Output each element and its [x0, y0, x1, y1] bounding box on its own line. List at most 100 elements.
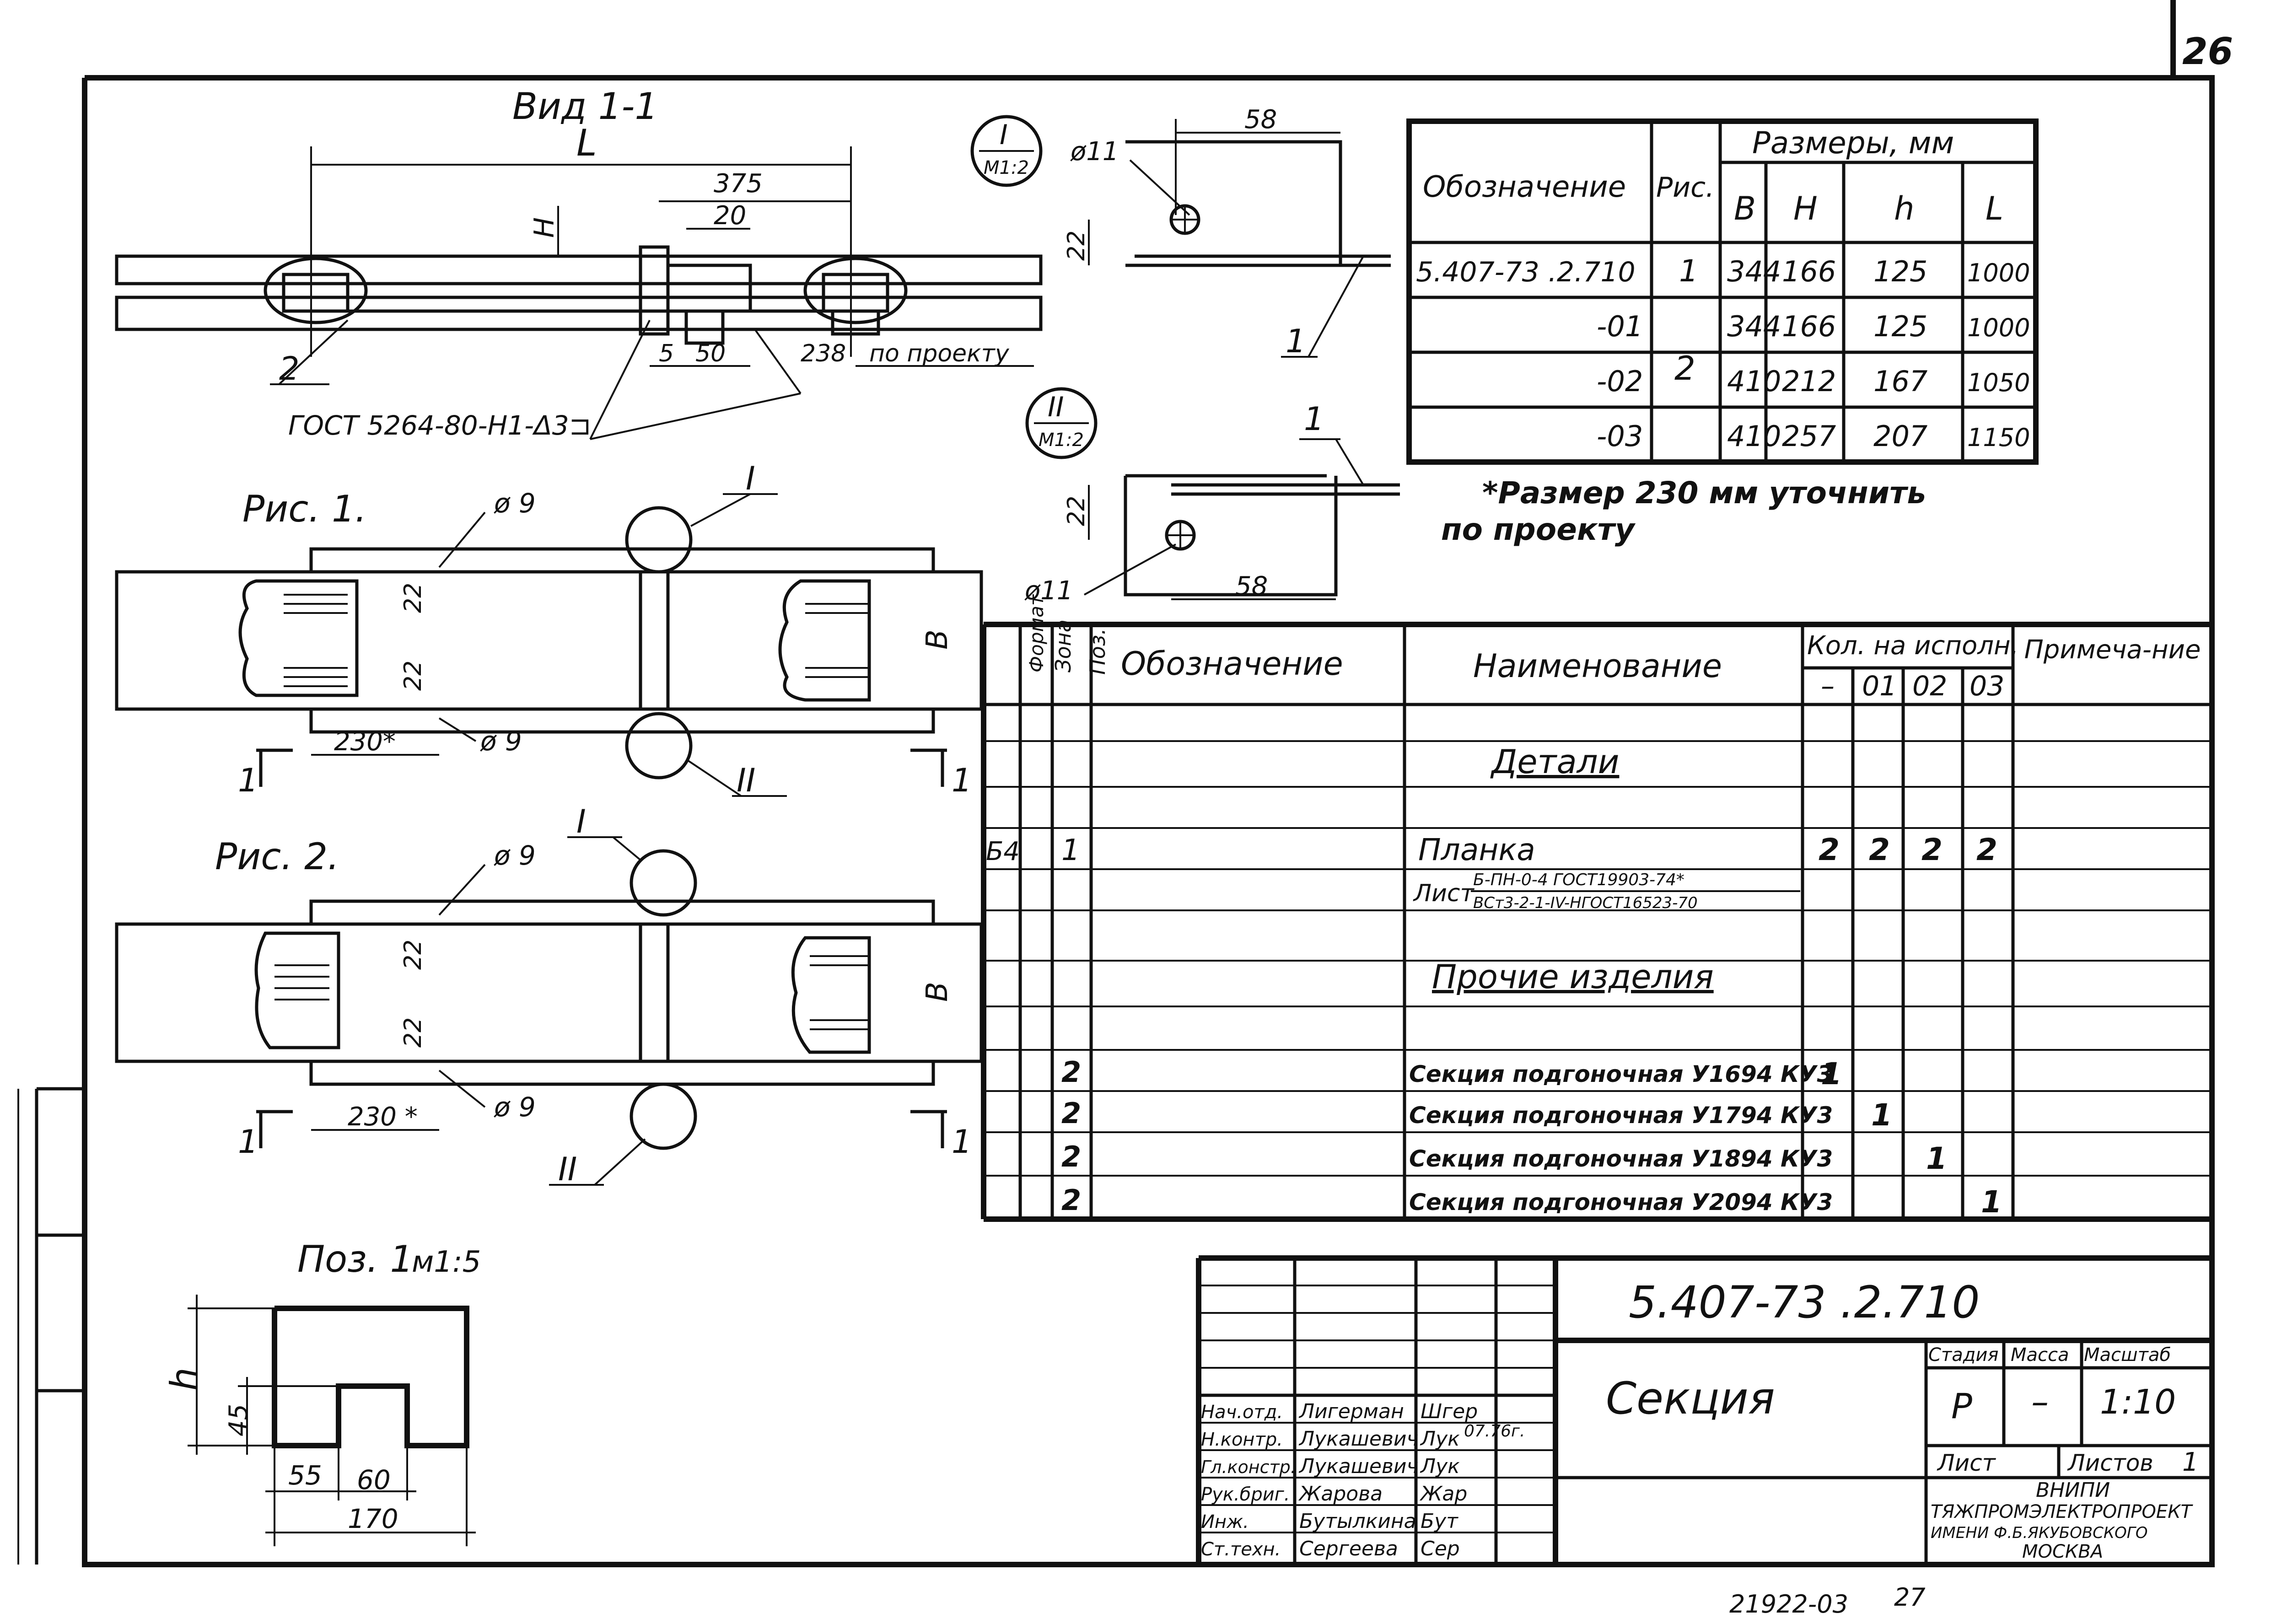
- spec-table: Формат Зона Поз. Обозначение Наименовани…: [981, 594, 2212, 1222]
- size-row3-h: 207: [1873, 419, 1927, 453]
- spec-item0-pos: 2: [1061, 1055, 1081, 1089]
- tb-role-4: Инж.: [1201, 1511, 1249, 1533]
- d11-node-I: ø11: [1070, 137, 1119, 167]
- node-II-callout-1: 1: [1304, 400, 1324, 438]
- spec-item3-q3: 1: [1981, 1184, 2002, 1220]
- view-1-1: Вид 1-1 L 375 20 H 5 50 238: [115, 85, 1043, 441]
- tb-sign-5: Сер: [1421, 1537, 1460, 1560]
- dim-22-bottom-fig2: 22: [399, 1017, 427, 1048]
- dim-230-fig2: 230 *: [348, 1102, 418, 1132]
- po-proektu-label: по проекту: [869, 340, 1010, 367]
- dim-5: 5: [659, 340, 674, 367]
- d9-bottom-fig1: ø 9: [480, 726, 522, 757]
- position-1-detail: Поз. 1 м1:5 h 45 55 60 170: [163, 1238, 481, 1546]
- spec-list-bottom: ВСт3-2-1-IV-НГОСТ16523-70: [1473, 894, 1698, 912]
- spec-h-qty-3: 03: [1970, 670, 2004, 702]
- spec-planka-format: Б4: [986, 837, 1020, 866]
- tb-name-1: Лукашевич: [1298, 1427, 1419, 1451]
- dim-20: 20: [714, 201, 746, 231]
- dim-22-top-fig2: 22: [399, 940, 427, 970]
- sheet-frame: 26 21922-03 27: [17, 0, 2233, 1619]
- node-I-roman: I: [1000, 119, 1008, 151]
- spec-item3-pos: 2: [1061, 1183, 1081, 1217]
- size-row1-designation: -01: [1597, 310, 1643, 343]
- tb-sig-date: 07.76г.: [1464, 1422, 1525, 1441]
- dim-h-pos1: h: [163, 1367, 205, 1391]
- tb-sign-2: Лук: [1420, 1455, 1460, 1478]
- dim-B-fig2: B: [920, 982, 954, 1002]
- dim-45-pos1: 45: [224, 1404, 253, 1436]
- size-row0-L: 1000: [1967, 258, 2030, 287]
- tb-org-4: МОСКВА: [2022, 1541, 2103, 1562]
- tb-doc-number: 5.407-73 .2.710: [1629, 1277, 1980, 1328]
- tb-h-mass: Масса: [2011, 1344, 2069, 1366]
- tb-org-1: ВНИПИ: [2036, 1479, 2110, 1502]
- section-mark-right-fig1: 1: [952, 762, 972, 799]
- spec-item1-name: Секция подгоночная У1794 КУ3: [1409, 1102, 1833, 1129]
- dim-55-pos1: 55: [288, 1460, 322, 1491]
- corner-sheet-number: 26: [2182, 30, 2233, 73]
- dim-58-node-I: 58: [1244, 105, 1277, 134]
- size-row1-H: 166: [1782, 310, 1836, 343]
- dim-230-fig1: 230*: [334, 727, 396, 757]
- tb-sheets-label: Листов: [2067, 1450, 2153, 1476]
- size-h-fig: Рис.: [1656, 172, 1714, 204]
- node-II-scale: М1:2: [1039, 430, 1084, 451]
- size-row2-B: 410: [1727, 365, 1781, 398]
- size-h-designation: Обозначение: [1423, 170, 1626, 204]
- tb-name-4: Бутылкина: [1299, 1510, 1416, 1533]
- fig2-title: Рис. 2.: [215, 835, 339, 878]
- d11-node-II: ø11: [1024, 576, 1073, 606]
- spec-h-zone: Зона: [1051, 619, 1076, 672]
- tb-role-0: Нач.отд.: [1201, 1402, 1283, 1423]
- node-I-scale: М1:2: [984, 157, 1029, 178]
- size-row3-designation: -03: [1597, 419, 1643, 453]
- tb-scale: 1:10: [2100, 1382, 2176, 1422]
- tb-sign-3: Жар: [1419, 1482, 1467, 1506]
- spec-item1-pos: 2: [1061, 1097, 1081, 1130]
- dim-L: L: [576, 122, 597, 164]
- size-note-line1: *Размер 230 мм уточнить: [1482, 475, 1926, 511]
- size-h-B: B: [1734, 190, 1756, 227]
- view-title: Вид 1-1: [512, 85, 658, 128]
- dim-H: H: [528, 217, 560, 238]
- tb-h-stage: Стадия: [1928, 1344, 1998, 1366]
- spec-planka-pos: 1: [1061, 834, 1080, 867]
- tb-mass: –: [2031, 1381, 2049, 1422]
- node-I-label-fig1: I: [746, 460, 755, 497]
- tb-sheet-label: Лист: [1937, 1450, 1997, 1476]
- dim-22-bottom-fig1: 22: [399, 661, 427, 691]
- size-row0-fig: 1: [1679, 253, 1698, 289]
- spec-planka-q1: 2: [1869, 832, 1890, 867]
- d9-top-fig1: ø 9: [494, 488, 536, 519]
- tb-doc-name: Секция: [1606, 1373, 1775, 1424]
- figure-1: Рис. 1. I II ø 9 ø 9 22 22 B 230* 1: [115, 460, 983, 799]
- d9-top-fig2: ø 9: [494, 840, 536, 871]
- node-II-detail: II М1:2 1 22 ø11 58: [1024, 387, 1400, 606]
- spec-item3-name: Секция подгоночная У2094 КУ3: [1409, 1189, 1833, 1215]
- size-h-L: L: [1986, 190, 2003, 227]
- size-row0-designation: 5.407-73 .2.710: [1416, 256, 1636, 288]
- spec-h-qty-0: –: [1821, 670, 1835, 702]
- spec-h-note: Примеча-ние: [2024, 636, 2201, 665]
- size-row0-B: 344: [1727, 255, 1781, 288]
- spec-h-pos: Поз.: [1085, 628, 1110, 675]
- spec-item0-q0: 1: [1821, 1056, 1842, 1092]
- dim-58-node-II: 58: [1235, 571, 1268, 601]
- title-block: Нач.отд. Лигерман Шгер Н.контр. Лукашеви…: [1196, 1255, 2212, 1565]
- spec-h-note-wrap: Примеча-ние: [2024, 636, 2201, 665]
- node-II-label-fig1: II: [737, 762, 755, 799]
- spec-h-qty-1: 01: [1862, 670, 1897, 702]
- pos1-scale: м1:5: [412, 1245, 481, 1279]
- spec-item0-name: Секция подгоночная У1694 КУ3: [1409, 1061, 1833, 1087]
- spec-planka-q0: 2: [1819, 832, 1840, 867]
- spec-list-top: Б-ПН-0-4 ГОСТ19903-74*: [1473, 871, 1684, 889]
- dim-22-node-II: 22: [1063, 496, 1090, 526]
- tb-org-3: ИМЕНИ Ф.Б.ЯКУБОВСКОГО: [1931, 1524, 2148, 1542]
- size-row1-fig: 2: [1674, 349, 1695, 387]
- size-h-H: H: [1793, 190, 1818, 227]
- dim-B-fig1: B: [920, 629, 954, 650]
- callout-2: 2: [279, 350, 300, 387]
- spec-h-format: Формат: [1025, 594, 1048, 672]
